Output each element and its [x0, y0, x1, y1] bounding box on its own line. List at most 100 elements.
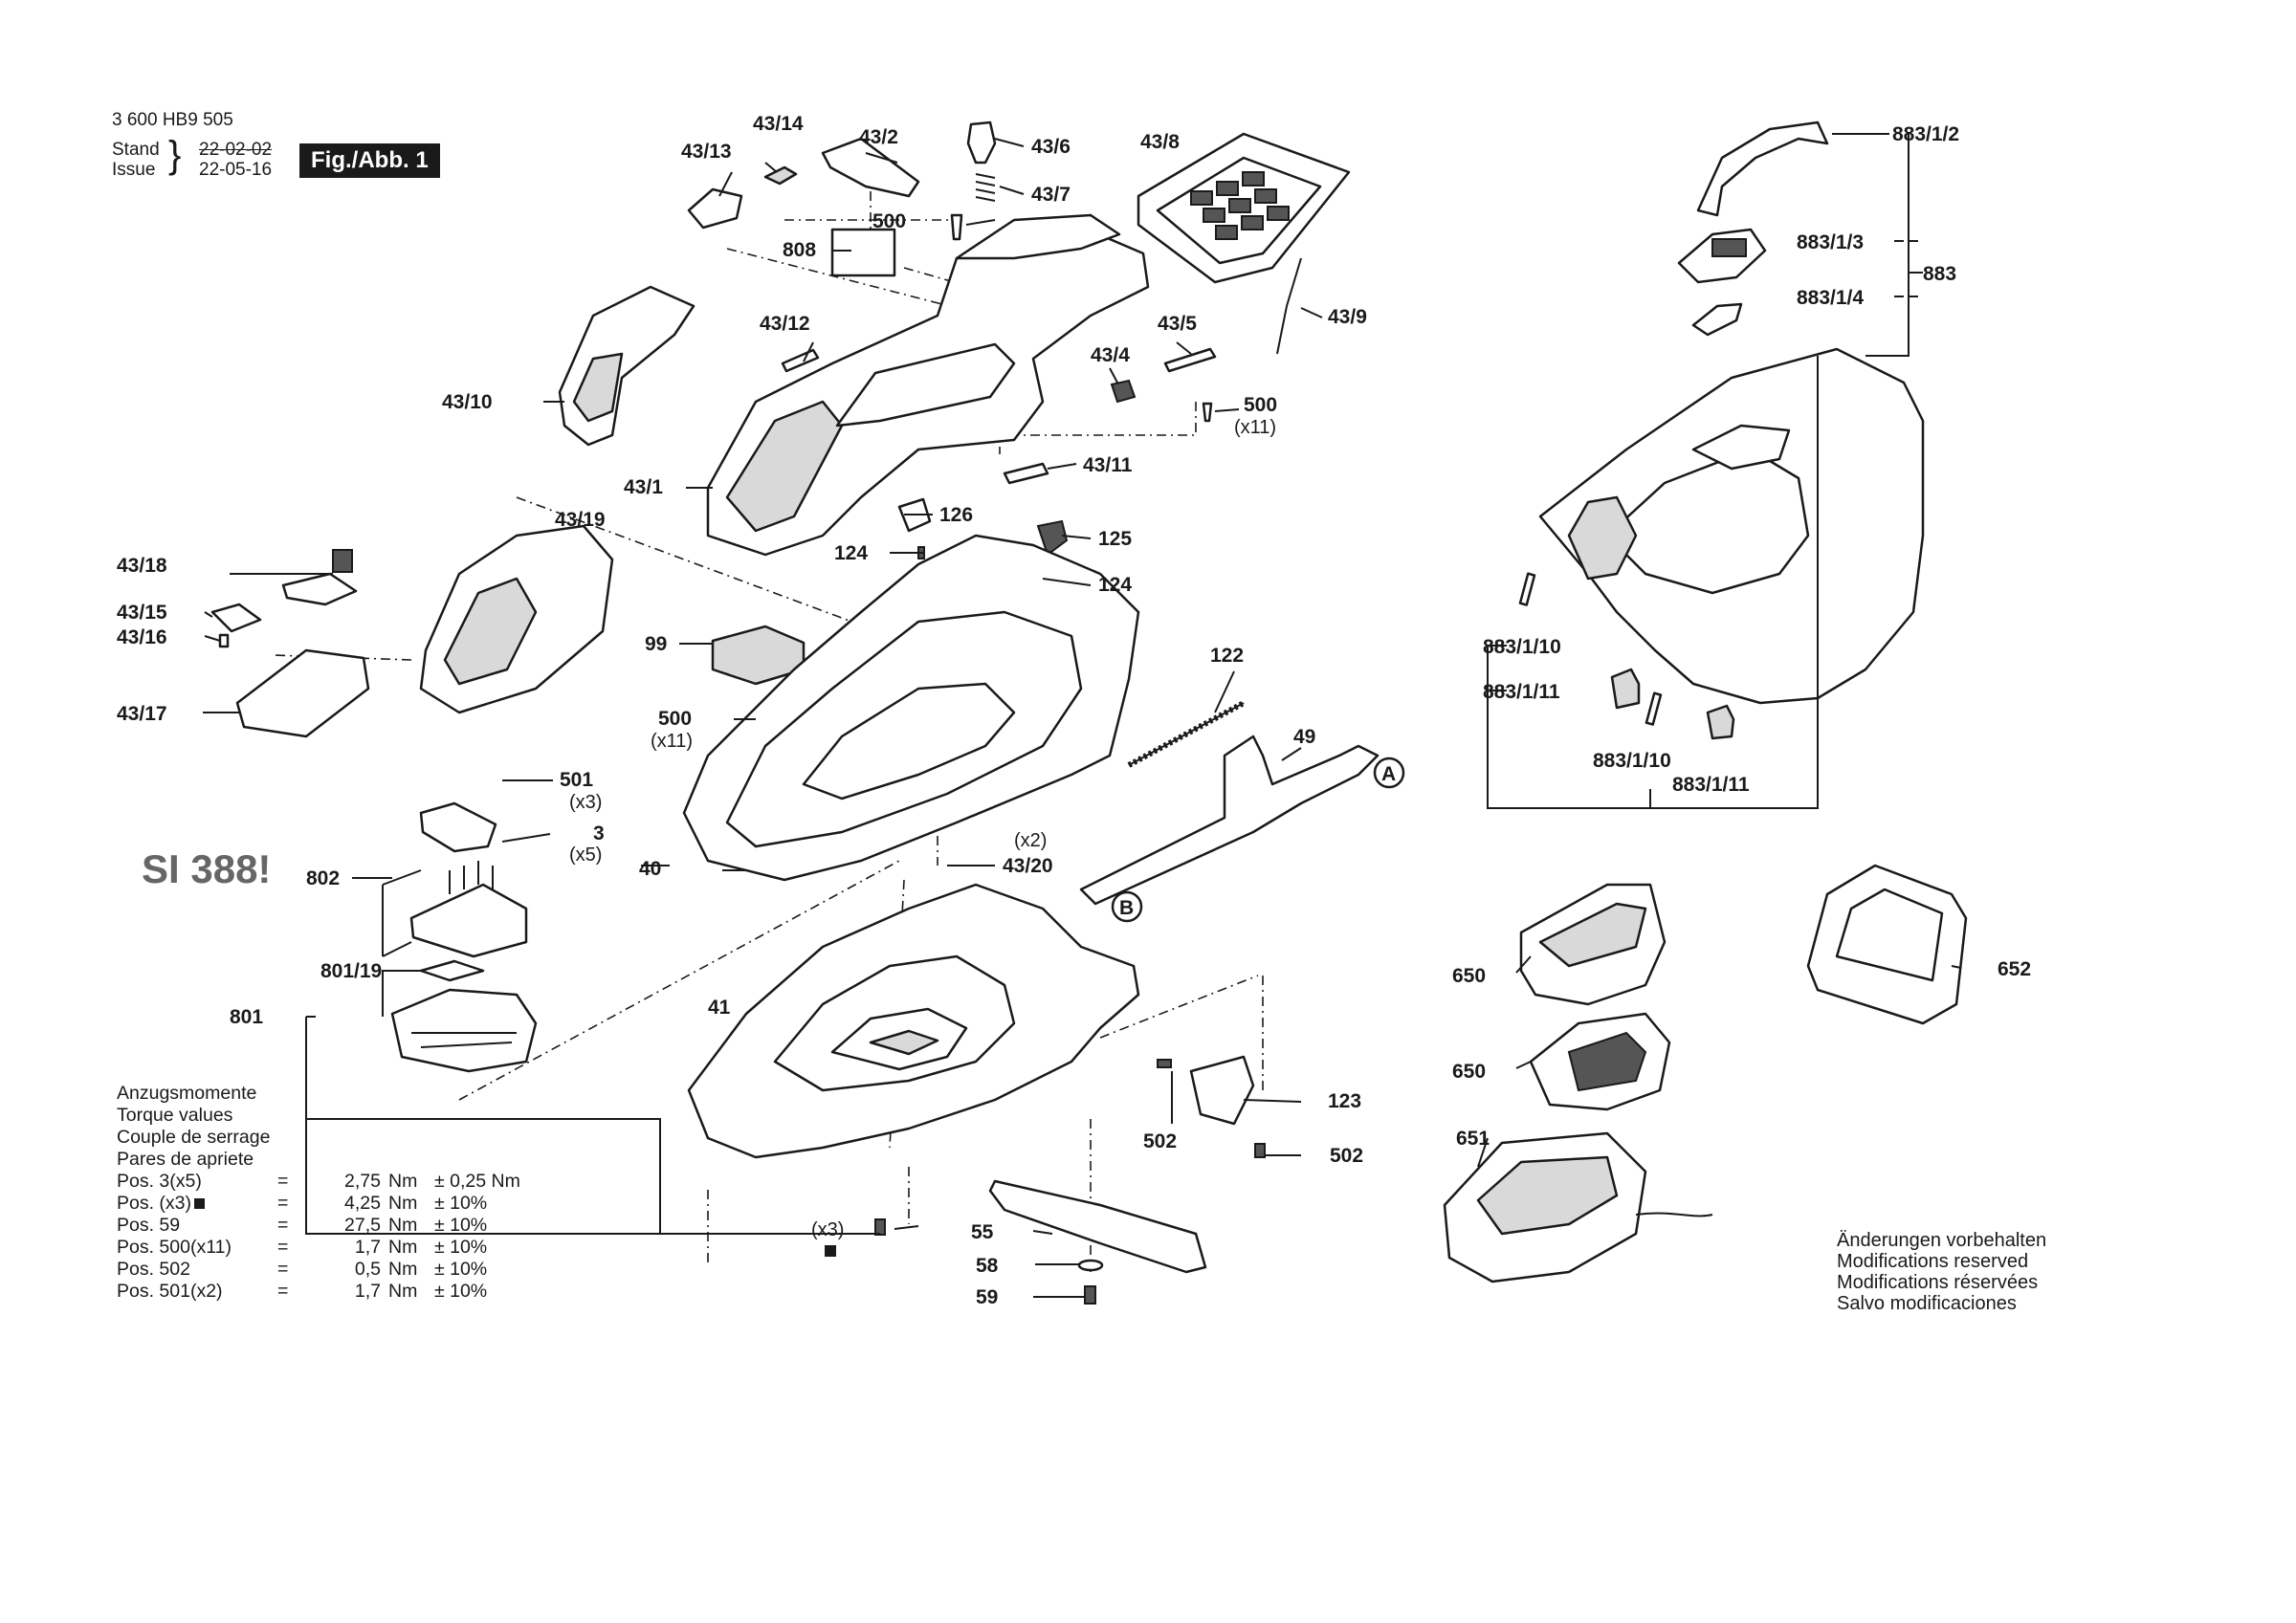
torque-eq: = [277, 1215, 289, 1236]
label-122: 122 [1210, 645, 1244, 667]
label-126: 126 [939, 504, 973, 526]
header-brace-icon: } [168, 134, 182, 176]
label-651: 651 [1456, 1128, 1490, 1150]
mark-square-icon [194, 1198, 206, 1210]
torque-tolerance: ± 10% [434, 1281, 488, 1302]
torque-table: Anzugsmomente Torque values Couple de se… [117, 1083, 520, 1303]
label-43-14: 43/14 [753, 113, 804, 135]
label-501: 501 [560, 769, 593, 791]
part-43-13 [687, 187, 743, 230]
modification-notes: Änderungen vorbehalten Modifications res… [1837, 1230, 2046, 1314]
torque-mark-square-icon [825, 1245, 836, 1257]
stand-label: Stand [112, 140, 160, 160]
torque-eq: = [277, 1171, 289, 1192]
torque-row: Pos. 502 = 0,5 Nm ± 10% [117, 1259, 488, 1281]
torque-row: Pos. 59 = 27,5 Nm ± 10% [117, 1215, 488, 1237]
blade-parts [874, 1179, 1207, 1305]
torque-unit: Nm [388, 1171, 418, 1192]
label-43-17: 43/17 [117, 703, 167, 725]
label-55: 55 [971, 1221, 994, 1243]
torque-heading-es: Pares de apriete [117, 1149, 254, 1170]
part-500-screw [950, 213, 963, 241]
part-500-screw-mid [1202, 402, 1213, 423]
label-3: 3 [593, 822, 605, 844]
label-883-1-2: 883/1/2 [1892, 123, 1959, 145]
label-43-18: 43/18 [117, 555, 167, 577]
torque-unit: Nm [388, 1193, 418, 1214]
torque-unit: Nm [388, 1259, 418, 1280]
label-43-20: 43/20 [1003, 855, 1053, 877]
torque-pos-with-mark: Pos. (x3) [117, 1193, 277, 1215]
label-801-19: 801/19 [320, 960, 382, 982]
grass-box-part [1538, 347, 1925, 705]
charger-part [1443, 1131, 1713, 1283]
torque-row: Pos. 500(x11) = 1,7 Nm ± 10% [117, 1237, 488, 1259]
label-124-a: 124 [834, 542, 868, 564]
torque-eq: = [277, 1259, 289, 1280]
torque-unit: Nm [388, 1215, 418, 1236]
torque-row: Pos. (x3) = 4,25 Nm ± 10% [117, 1193, 487, 1215]
part-43-5 [1163, 347, 1217, 373]
electronics-parts [390, 801, 538, 1073]
issue-date: 22-05-16 [199, 160, 273, 180]
part-43-11 [1003, 462, 1049, 485]
torque-tolerance: ± 10% [434, 1215, 488, 1236]
label-callout-b: B [1119, 897, 1134, 919]
label-43-5: 43/5 [1158, 313, 1197, 335]
label-43-16: 43/16 [117, 626, 167, 648]
part-43-4 [1110, 379, 1137, 404]
label-43-13: 43/13 [681, 141, 732, 163]
label-41: 41 [708, 997, 731, 1019]
label-502-b: 502 [1330, 1145, 1363, 1167]
figure-label: Fig./Abb. 1 [299, 143, 440, 178]
label-650-b: 650 [1452, 1061, 1486, 1083]
part-43-2 [821, 137, 920, 198]
torque-tolerance: ± 10% [434, 1259, 488, 1280]
lever-part [1079, 735, 1380, 906]
torque-unit: Nm [388, 1281, 418, 1302]
service-info-label: SI 388! [142, 846, 272, 891]
deck-part [687, 883, 1140, 1159]
torque-eq: = [277, 1193, 289, 1214]
torque-value: 27,5 [344, 1215, 381, 1236]
label-500-mid: 500 [1244, 394, 1277, 416]
stand-date: 22-02-02 [199, 140, 273, 160]
label-500-low: 500 [658, 708, 692, 730]
part-43-6 [966, 121, 997, 164]
label-43-12: 43/12 [760, 313, 810, 335]
label-500-top: 500 [872, 210, 906, 232]
label-125: 125 [1098, 528, 1132, 550]
label-883: 883 [1923, 263, 1956, 285]
label-58: 58 [976, 1255, 999, 1277]
part-labels: 43/14 43/2 43/6 43/8 43/13 43/7 500 808 … [117, 113, 2031, 1308]
label-99: 99 [645, 633, 667, 655]
issue-label: Issue [112, 160, 156, 180]
torque-value: 1,7 [354, 1237, 381, 1258]
label-808: 808 [783, 239, 816, 261]
label-43-9: 43/9 [1328, 306, 1367, 328]
torque-tolerance: ± 0,25 Nm [434, 1171, 520, 1192]
part-808 [830, 228, 896, 277]
torque-row: Pos. 3(x5) = 2,75 Nm ± 0,25 Nm [117, 1171, 520, 1193]
note-fr: Modifications réservées [1837, 1272, 2039, 1293]
label-43-6: 43/6 [1031, 136, 1071, 158]
label-502-a: 502 [1143, 1130, 1177, 1152]
label-43-2: 43/2 [859, 126, 898, 148]
leader-lines [203, 133, 1962, 1298]
doc-number: 3 600 HB9 505 [112, 110, 233, 130]
label-43-15: 43/15 [117, 602, 167, 624]
battery-cover-part [1806, 864, 1968, 1025]
rear-flap-parts [1157, 1055, 1266, 1158]
label-43-4: 43/4 [1091, 344, 1130, 366]
part-43-7-spring [975, 173, 996, 202]
label-124-b: 124 [1098, 574, 1132, 596]
label-500-low-qty: (x11) [651, 731, 693, 752]
spring-part [1127, 700, 1246, 768]
label-43-20-qty: (x2) [1014, 830, 1047, 851]
torque-pos: Pos. 502 [117, 1259, 190, 1280]
torque-pos: Pos. (x3) [117, 1193, 192, 1214]
torque-tolerance: ± 10% [434, 1237, 488, 1258]
torque-heading-de: Anzugsmomente [117, 1083, 257, 1104]
